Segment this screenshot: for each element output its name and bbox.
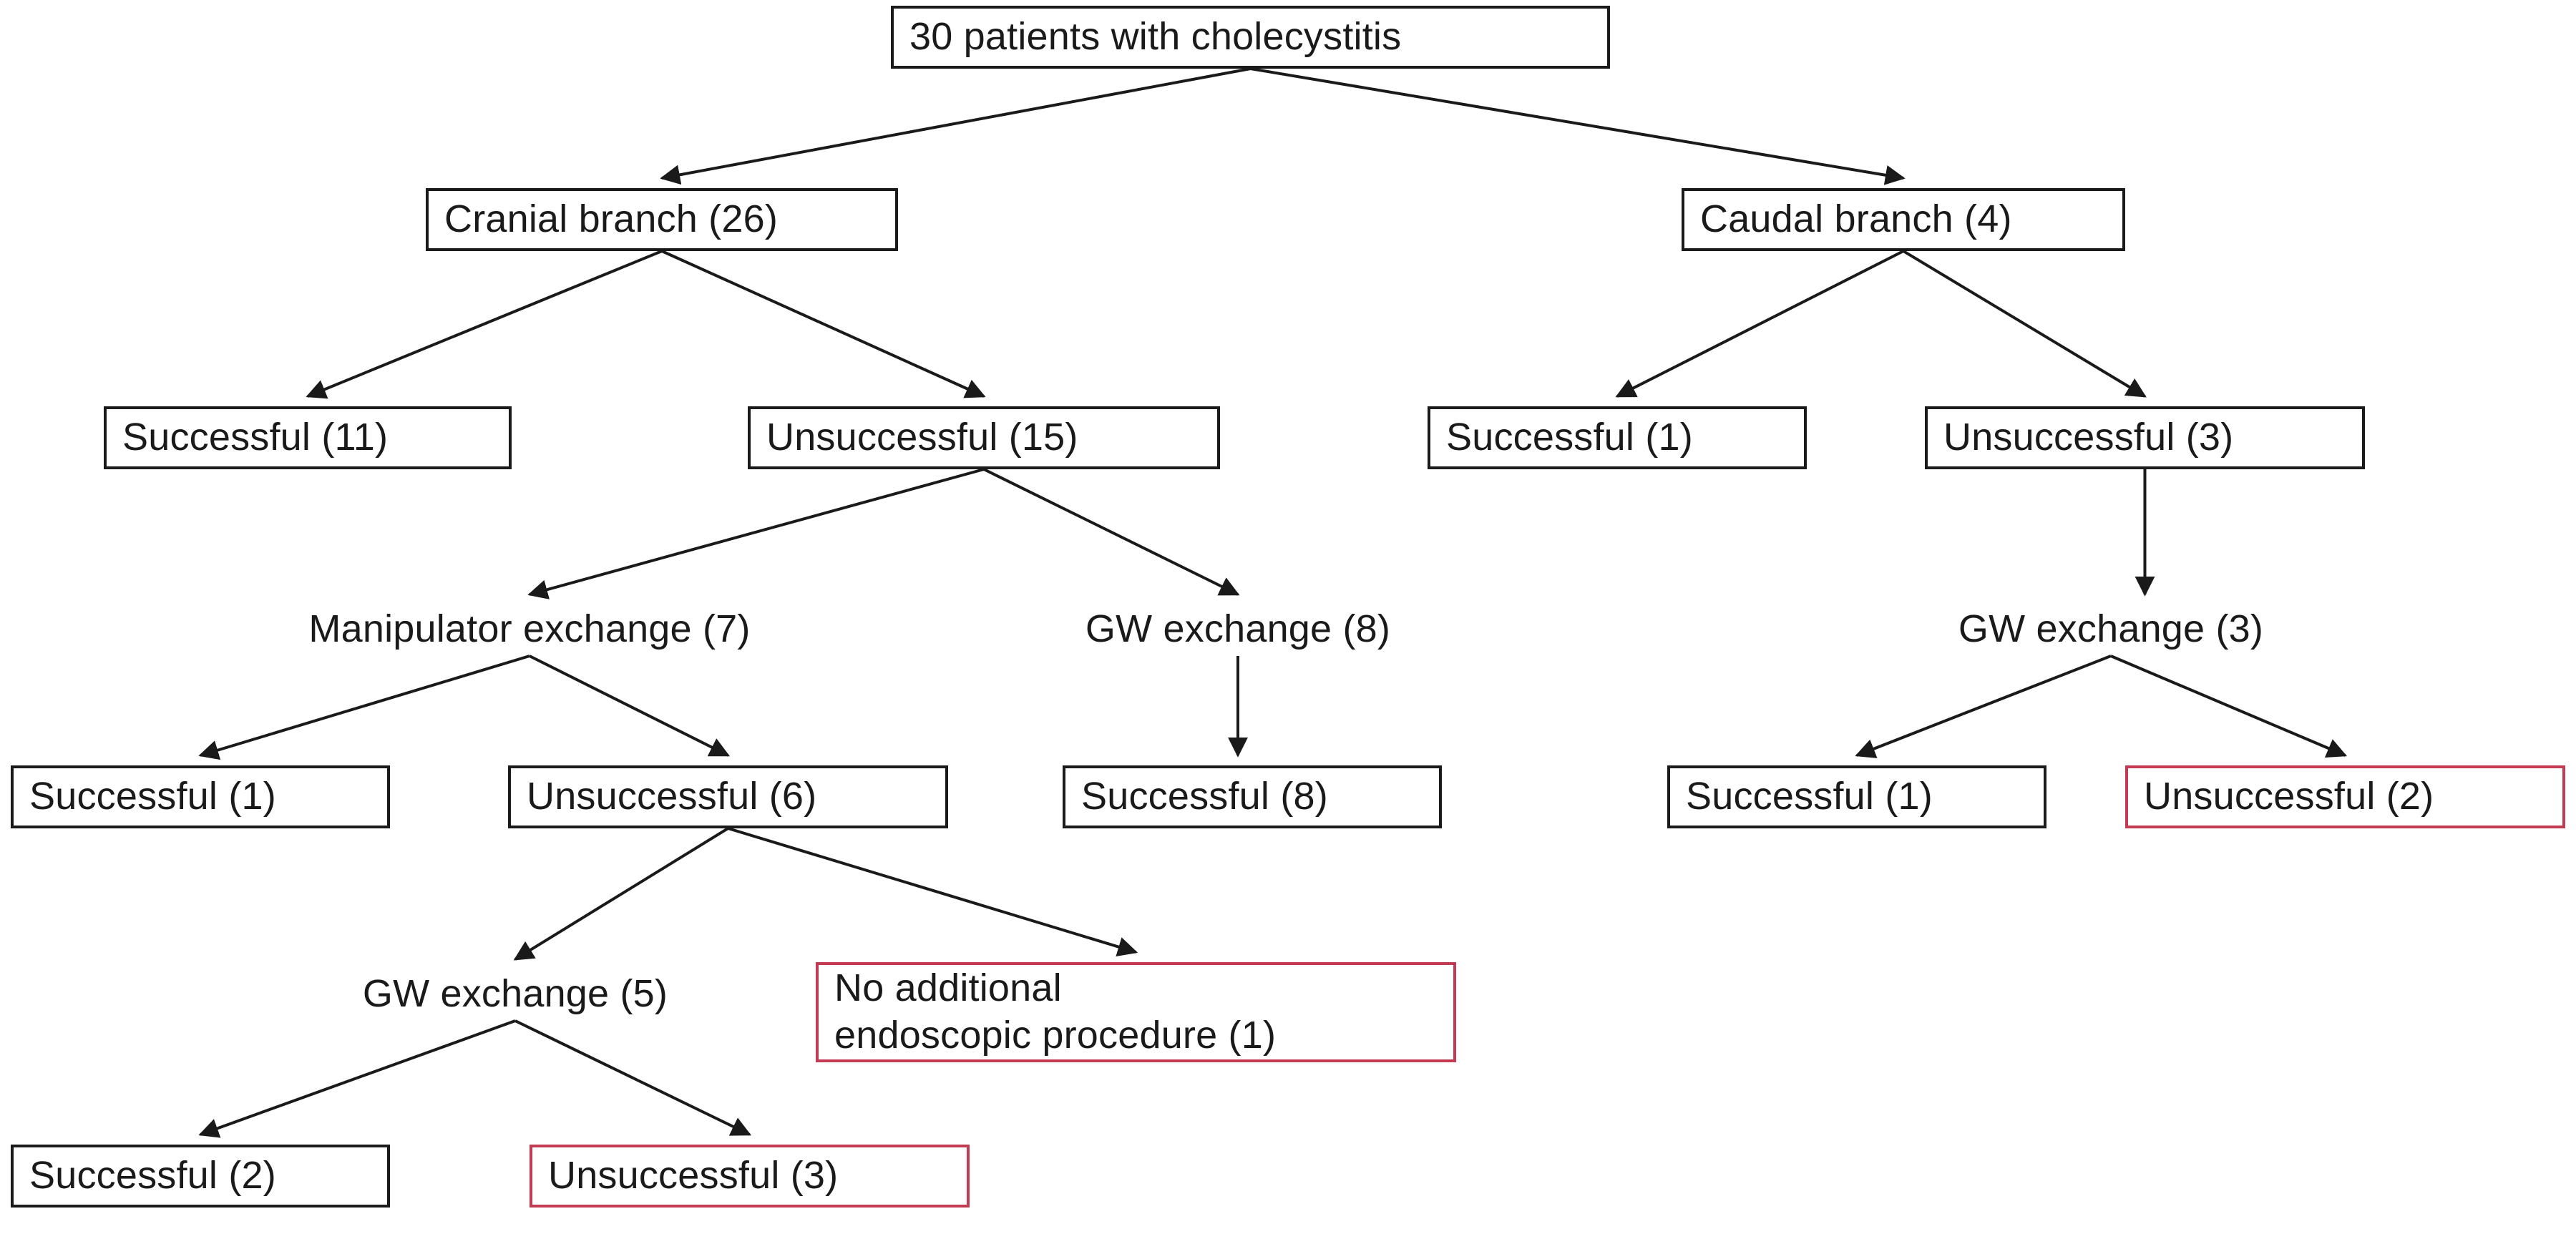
flow-node-gw3-unsuccess: Unsuccessful (2)	[2125, 765, 2565, 828]
edge-root-to-caudal	[1250, 67, 1906, 185]
edge-cranial-to-cranial-unsuccess	[661, 250, 986, 398]
edge-cranial-to-cranial-success	[306, 250, 663, 399]
edge-caudal-to-caudal-unsuccess	[1902, 250, 2147, 398]
flow-node-manip-success: Successful (1)	[11, 765, 390, 828]
edge-manip-unsuccess-to-no-additional	[727, 827, 1138, 957]
edge-cranial-unsuccess-to-manipulator-exchange	[527, 468, 985, 599]
flow-node-gw-exchange-8: GW exchange (8)	[1085, 607, 1391, 651]
flow-node-no-additional: No additional endoscopic procedure (1)	[816, 962, 1456, 1062]
flow-node-caudal-unsuccess: Unsuccessful (3)	[1925, 406, 2365, 469]
flow-node-caudal-success: Successful (1)	[1428, 406, 1807, 469]
edge-root-to-cranial	[660, 67, 1251, 185]
flow-node-gw5-unsuccess: Unsuccessful (3)	[530, 1145, 970, 1208]
edge-gw-exchange-5-to-gw5-success	[198, 1019, 516, 1138]
flow-node-gw5-success: Successful (2)	[11, 1145, 390, 1208]
edge-group	[198, 67, 2348, 1138]
flow-node-cranial: Cranial branch (26)	[426, 188, 898, 251]
flow-node-gw3-success: Successful (1)	[1667, 765, 2046, 828]
edge-manip-unsuccess-to-gw-exchange-5	[513, 827, 729, 961]
flow-node-root: 30 patients with cholecystitis	[891, 6, 1610, 69]
edge-manipulator-exchange-to-manip-unsuccess	[529, 655, 731, 757]
flow-node-cranial-success: Successful (11)	[104, 406, 512, 469]
flow-node-cranial-unsuccess: Unsuccessful (15)	[748, 406, 1220, 469]
flow-node-manipulator-exchange: Manipulator exchange (7)	[308, 607, 751, 651]
edge-cranial-unsuccess-to-gw-exchange-8	[983, 468, 1240, 596]
flow-node-gw-exchange-3: GW exchange (3)	[1958, 607, 2264, 651]
edge-gw-exchange-3-to-gw3-success	[1855, 655, 2112, 758]
edge-gw-exchange-5-to-gw5-unsuccess	[514, 1019, 752, 1136]
edge-manipulator-exchange-to-manip-success	[198, 655, 530, 760]
flow-node-gw8-success: Successful (8)	[1063, 765, 1442, 828]
flow-node-manip-unsuccess: Unsuccessful (6)	[508, 765, 948, 828]
edge-caudal-to-caudal-success	[1615, 250, 1904, 398]
flow-node-gw-exchange-5: GW exchange (5)	[362, 972, 668, 1016]
flow-node-caudal: Caudal branch (4)	[1682, 188, 2125, 251]
edge-gw-exchange-3-to-gw3-unsuccess	[2110, 655, 2348, 758]
